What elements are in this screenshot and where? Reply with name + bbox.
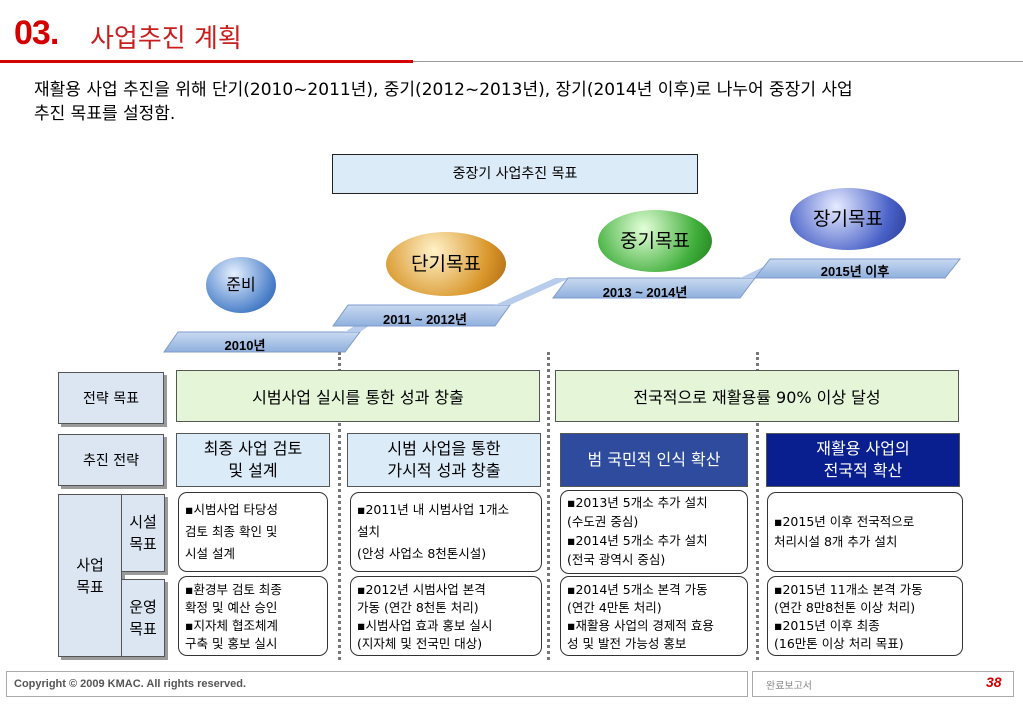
detail-line: 설치 <box>357 524 381 539</box>
strategy-2: 시범 사업을 통한 가시적 성과 창출 <box>347 433 541 487</box>
header-rule-gray <box>413 61 1023 62</box>
detail-line: ▪2015년 이후 최종 <box>774 618 880 633</box>
detail-line: (16만톤 이상 처리 목표) <box>774 636 904 651</box>
row-label-facility: 시설 목표 <box>121 494 165 572</box>
step-2011 <box>332 304 511 327</box>
page-title: 사업추진 계획 <box>90 24 242 54</box>
column-divider-1 <box>338 352 341 660</box>
step-2010 <box>163 331 361 353</box>
intro-paragraph: 재활용 사업 추진을 위해 단기(2010~2011년), 중기(2012~20… <box>34 78 1004 126</box>
detail-line: 구축 및 홍보 실시 <box>185 636 278 651</box>
operation-detail-1: ▪환경부 검토 최종 확정 및 예산 승인 ▪지자체 협조체계 구축 및 홍보 … <box>178 576 328 656</box>
intro-line-1: 재활용 사업 추진을 위해 단기(2010~2011년), 중기(2012~20… <box>34 80 853 100</box>
period-label-2010: 2010년 <box>224 338 266 353</box>
detail-line: (연간 4만톤 처리) <box>567 600 662 615</box>
stage-ball-long: 장기목표 <box>790 188 906 250</box>
facility-detail-1: ▪시범사업 타당성 검토 최종 확인 및 시설 설계 <box>178 492 328 572</box>
stage-name-prep: 준비 <box>226 275 256 294</box>
detail-line: 검토 최종 확인 및 <box>185 524 278 539</box>
detail-line: ▪재활용 사업의 경제적 효용 <box>567 618 714 633</box>
column-divider-3 <box>756 352 759 660</box>
operation-detail-4: ▪2015년 11개소 본격 가동 (연간 8만8천톤 이상 처리) ▪2015… <box>767 576 963 656</box>
strategy-4: 재활용 사업의 전국적 확산 <box>766 433 960 487</box>
period-label-2011: 2011 ~ 2012년 <box>383 312 467 327</box>
row-label-operation: 운영 목표 <box>121 579 165 657</box>
detail-line: (전국 광역시 중심) <box>567 552 666 567</box>
detail-line: ▪시범사업 타당성 <box>185 502 278 517</box>
goal-pilot: 시범사업 실시를 통한 성과 창출 <box>176 370 540 422</box>
operation-detail-3: ▪2014년 5개소 본격 가동 (연간 4만톤 처리) ▪재활용 사업의 경제… <box>560 576 748 656</box>
stage-ball-prep: 준비 <box>206 257 276 313</box>
column-divider-2 <box>547 352 550 660</box>
step-connector-2 <box>495 278 570 305</box>
footer-left-box <box>6 671 748 697</box>
facility-detail-4: ▪2015년 이후 전국적으로 처리시설 8개 추가 설치 <box>767 492 963 572</box>
detail-line: ▪2012년 시범사업 본격 <box>357 582 486 597</box>
step-2015 <box>753 258 962 279</box>
detail-line: ▪2013년 5개소 추가 설치 <box>567 495 708 510</box>
detail-line: 확정 및 예산 승인 <box>185 600 278 615</box>
detail-line: 처리시설 8개 추가 설치 <box>774 534 898 549</box>
detail-line: (연간 8만8천톤 이상 처리) <box>774 600 916 615</box>
intro-line-2: 추진 목표를 설정함. <box>34 104 176 124</box>
detail-line: ▪2015년 11개소 본격 가동 <box>774 582 923 597</box>
row-label-strategy: 추진 전략 <box>58 434 164 486</box>
copyright-text: Copyright © 2009 KMAC. All rights reserv… <box>14 678 247 690</box>
detail-line: 가동 (연간 8천톤 처리) <box>357 600 479 615</box>
detail-line: ▪지자체 협조체계 <box>185 618 278 633</box>
strategy-1: 최종 사업 검토 및 설계 <box>176 433 330 487</box>
row-label-strategy-goal: 전략 목표 <box>58 372 164 424</box>
detail-line: ▪2011년 내 시범사업 1개소 <box>357 502 510 517</box>
section-number: 03. <box>14 14 59 52</box>
detail-line: 성 및 발전 가능성 홍보 <box>567 636 687 651</box>
operation-detail-2: ▪2012년 시범사업 본격 가동 (연간 8천톤 처리) ▪시범사업 효과 홍… <box>350 576 542 656</box>
facility-detail-3: ▪2013년 5개소 추가 설치 (수도권 중심) ▪2014년 5개소 추가 … <box>560 490 748 574</box>
goal-national: 전국적으로 재활용률 90% 이상 달성 <box>555 370 959 422</box>
detail-line: 시설 설계 <box>185 546 235 561</box>
strategy-3-text: 범 국민적 인식 확산 <box>587 450 721 469</box>
header-rule-red <box>0 60 413 63</box>
detail-line: ▪환경부 검토 최종 <box>185 582 282 597</box>
detail-line: ▪2014년 5개소 본격 가동 <box>567 582 708 597</box>
strategy-4-text: 재활용 사업의 전국적 확산 <box>816 439 910 480</box>
detail-line: ▪2015년 이후 전국적으로 <box>774 514 915 529</box>
timeline-stairs <box>163 258 962 353</box>
detail-line: (안성 사업소 8천톤시설) <box>357 546 487 561</box>
period-label-2015: 2015년 이후 <box>820 264 890 279</box>
step-2013 <box>552 277 756 299</box>
stage-name-short: 단기목표 <box>411 253 481 275</box>
stage-ball-short: 단기목표 <box>386 232 506 296</box>
strategy-2-text: 시범 사업을 통한 가시적 성과 창출 <box>387 439 501 480</box>
stage-name-mid: 중기목표 <box>620 230 690 252</box>
facility-detail-2: ▪2011년 내 시범사업 1개소 설치 (안성 사업소 8천톤시설) <box>350 492 542 572</box>
strategy-1-text: 최종 사업 검토 및 설계 <box>203 439 303 480</box>
detail-line: (수도권 중심) <box>567 514 639 529</box>
row-label-business-goal: 사업 목표 <box>58 494 122 657</box>
goal-title-box: 중장기 사업추진 목표 <box>332 154 698 194</box>
detail-line: ▪2014년 5개소 추가 설치 <box>567 533 708 548</box>
stage-ball-mid: 중기목표 <box>598 210 712 272</box>
detail-line: ▪시범사업 효과 홍보 실시 <box>357 618 493 633</box>
footer-right-box <box>752 671 1014 697</box>
period-label-2013: 2013 ~ 2014년 <box>602 285 688 300</box>
strategy-3: 범 국민적 인식 확산 <box>560 433 748 487</box>
stage-name-long: 장기목표 <box>813 208 883 230</box>
report-label: 완료보고서 <box>766 681 812 692</box>
page-number: 38 <box>986 674 1002 690</box>
detail-line: (지자체 및 전국민 대상) <box>357 636 483 651</box>
